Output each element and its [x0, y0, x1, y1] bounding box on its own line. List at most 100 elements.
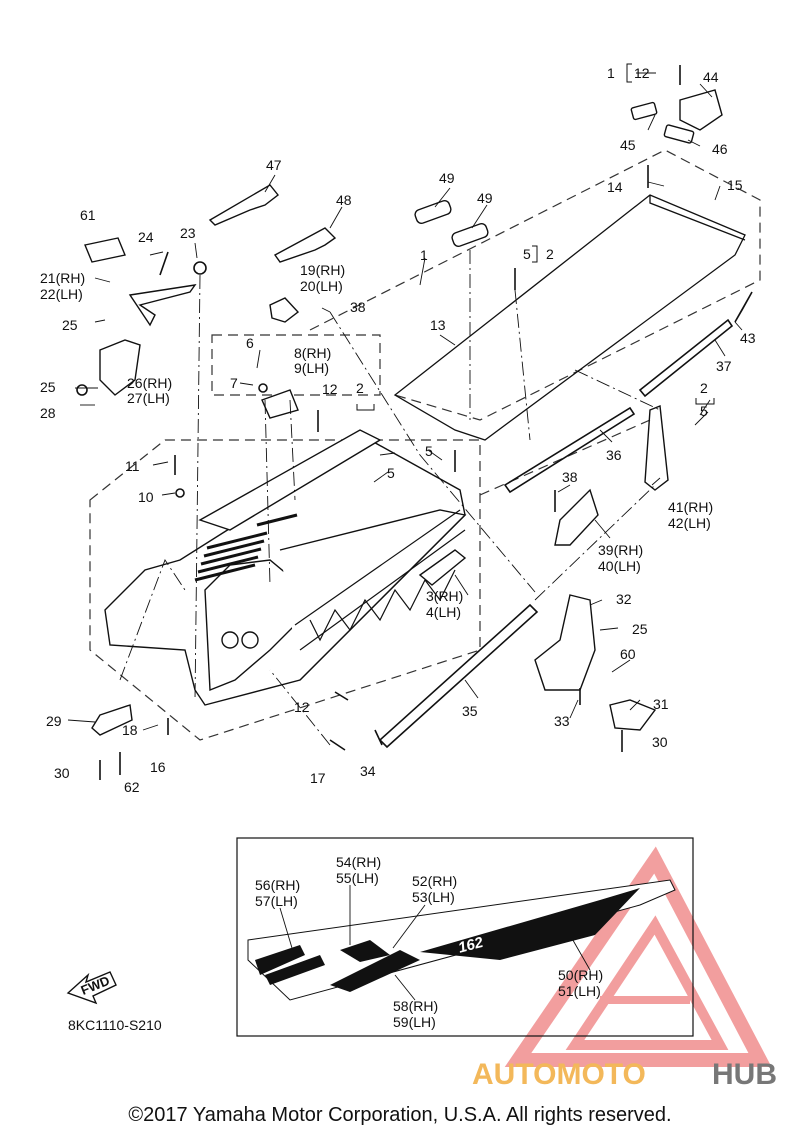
callout-21: 21(RH)	[40, 270, 85, 286]
callout-47: 47	[266, 157, 282, 173]
leader-lines	[67, 72, 743, 731]
callout-49b: 49	[477, 190, 493, 206]
callout-12c: 12	[294, 699, 310, 715]
callout-54: 54(RH)	[336, 854, 381, 870]
callout-51: 51(LH)	[558, 983, 601, 999]
cover-61	[84, 237, 126, 263]
panels-47-48	[208, 184, 337, 263]
callout-33: 33	[554, 713, 570, 729]
callout-7: 7	[230, 375, 238, 391]
callout-25b: 25	[40, 379, 56, 395]
callout-32: 32	[616, 591, 632, 607]
callout-43: 43	[740, 330, 756, 346]
callout-57: 57(LH)	[255, 893, 298, 909]
callout-5c: 5	[700, 403, 708, 419]
callout-17: 17	[310, 770, 326, 786]
callout-62: 62	[124, 779, 140, 795]
callout-39: 39(RH)	[598, 542, 643, 558]
callout-15: 15	[727, 177, 743, 193]
fasteners	[76, 65, 681, 780]
axle-35	[378, 603, 539, 749]
callout-61: 61	[80, 207, 96, 223]
watermark-text-part1: AUTOMOTO	[472, 1058, 646, 1091]
callout-25a: 25	[62, 317, 78, 333]
callout-26: 26(RH)	[127, 375, 172, 391]
callout-46: 46	[712, 141, 728, 157]
callout-49a: 49	[439, 170, 455, 186]
callout-13: 13	[430, 317, 446, 333]
callout-3: 3(RH)	[426, 588, 463, 604]
callout-16: 16	[150, 759, 166, 775]
alignment-lines	[119, 250, 661, 746]
callout-36: 36	[606, 447, 622, 463]
callout-10: 10	[138, 489, 154, 505]
callout-12: 12	[634, 65, 650, 81]
callout-38b: 38	[562, 469, 578, 485]
callout-30a: 30	[54, 765, 70, 781]
callout-30b: 30	[652, 734, 668, 750]
strip-41	[644, 405, 669, 491]
copyright-notice: ©2017 Yamaha Motor Corporation, U.S.A. A…	[128, 1104, 672, 1126]
truss	[294, 509, 466, 651]
callout-45: 45	[620, 137, 636, 153]
callout-labels: 1 12 44 45 46 14 15 47 48 49 49 61 24 23…	[40, 65, 756, 1030]
callout-60: 60	[620, 646, 636, 662]
callout-14: 14	[607, 179, 623, 195]
callout-8: 8(RH)	[294, 345, 331, 361]
callout-18: 18	[122, 722, 138, 738]
callout-28: 28	[40, 405, 56, 421]
callout-11: 11	[125, 458, 140, 474]
callout-56: 56(RH)	[255, 877, 300, 893]
callout-2b: 2	[356, 380, 364, 396]
callout-5a: 5	[523, 246, 531, 262]
decal-leaders	[279, 885, 591, 1001]
callout-52: 52(RH)	[412, 873, 457, 889]
callout-22: 22(LH)	[40, 286, 83, 302]
callout-2c: 2	[700, 380, 708, 396]
callout-25c: 25	[632, 621, 648, 637]
assembly-outlines	[89, 149, 761, 741]
decal-box	[236, 837, 694, 1037]
rails	[503, 291, 753, 494]
callout-1: 1	[607, 65, 615, 81]
callout-6: 6	[246, 335, 254, 351]
callout-38a: 38	[350, 299, 366, 315]
diagram-code: 8KC1110-S210	[68, 1017, 162, 1033]
callout-48: 48	[336, 192, 352, 208]
tunnel-slats	[194, 513, 298, 582]
callout-23: 23	[180, 225, 196, 241]
callout-55: 55(LH)	[336, 870, 379, 886]
callout-53: 53(LH)	[412, 889, 455, 905]
watermark-logo	[504, 846, 772, 1067]
pads-49	[414, 199, 489, 248]
callout-37: 37	[716, 358, 732, 374]
callout-40: 40(LH)	[598, 558, 641, 574]
fwd-arrow	[66, 971, 117, 1005]
grouping-brackets	[356, 63, 715, 411]
callout-59: 59(LH)	[393, 1014, 436, 1030]
callout-9: 9(LH)	[294, 360, 329, 376]
watermark-text-part2: HUB	[712, 1058, 777, 1091]
callout-34: 34	[360, 763, 376, 779]
bracket-32	[91, 594, 657, 736]
cap-19	[261, 297, 300, 419]
bracket-44	[630, 89, 723, 144]
callout-41: 41(RH)	[668, 499, 713, 515]
callout-29: 29	[46, 713, 62, 729]
callout-5b: 5	[425, 443, 433, 459]
tunnel-frame	[104, 429, 467, 706]
callout-50: 50(RH)	[558, 967, 603, 983]
callout-35: 35	[462, 703, 478, 719]
callout-58: 58(RH)	[393, 998, 438, 1014]
decal-model-number: 162	[456, 934, 485, 957]
callout-44: 44	[703, 69, 719, 85]
callout-12b: 12	[322, 381, 338, 397]
callout-2a: 2	[546, 246, 554, 262]
callout-31: 31	[653, 696, 669, 712]
callout-19: 19(RH)	[300, 262, 345, 278]
callout-5d: 5	[387, 465, 395, 481]
callout-1b: 1	[420, 247, 428, 263]
callout-27: 27(LH)	[127, 390, 170, 406]
bracket-39	[418, 488, 599, 586]
